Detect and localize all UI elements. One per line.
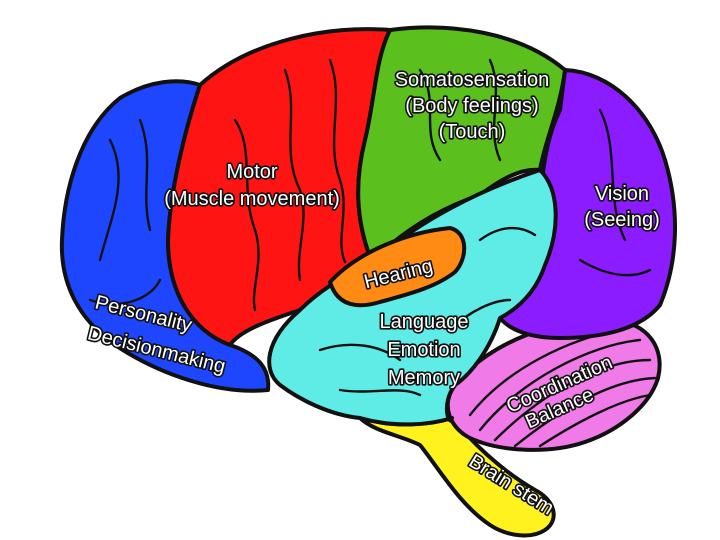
label-emotion: Emotion [387, 339, 460, 361]
label-memory: Memory [388, 367, 460, 389]
label-somatosensation: Somatosensation [395, 69, 550, 91]
gyri-details [88, 58, 652, 397]
label-body-feelings: (Body feelings) [405, 95, 538, 117]
label-seeing: (Seeing) [584, 209, 660, 231]
label-motor: Motor [226, 161, 277, 183]
auditory-region [328, 226, 467, 308]
label-muscle-movement: (Muscle movement) [164, 188, 340, 210]
cerebellum-folds [468, 328, 657, 448]
label-language: Language [380, 311, 469, 333]
temporal-region [267, 168, 558, 427]
label-touch: (Touch) [439, 121, 506, 143]
label-vision: Vision [595, 183, 649, 205]
